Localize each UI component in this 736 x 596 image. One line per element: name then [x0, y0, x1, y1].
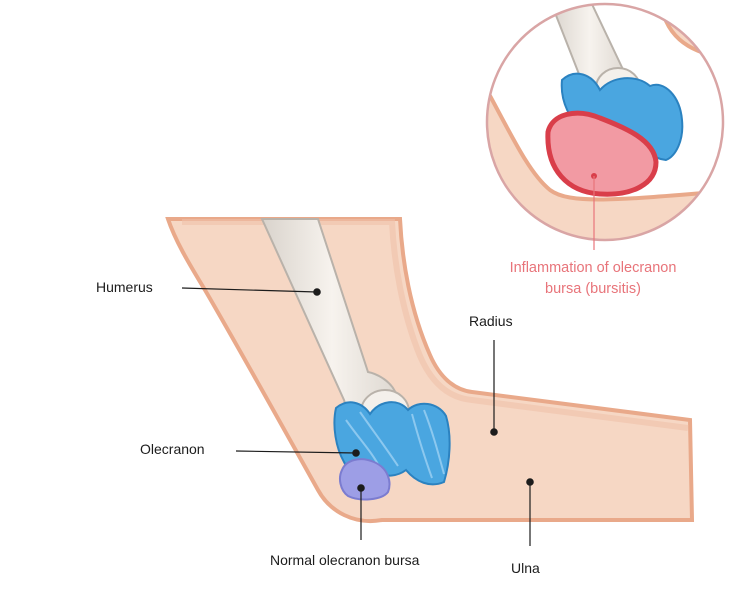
normal-bursa: [339, 458, 391, 501]
label-olecranon: Olecranon: [140, 441, 205, 457]
label-ulna: Ulna: [511, 560, 540, 576]
label-humerus: Humerus: [96, 279, 153, 295]
leader-lines: [181, 287, 534, 546]
label-inflammation: Inflammation of olecranon bursa (bursiti…: [478, 258, 708, 300]
label-inflammation-line2: bursa (bursitis): [545, 281, 641, 297]
zoom-inset: [485, 2, 725, 250]
label-radius: Radius: [469, 313, 513, 329]
label-normal-bursa: Normal olecranon bursa: [270, 552, 420, 568]
label-inflammation-line1: Inflammation of olecranon: [509, 260, 677, 276]
